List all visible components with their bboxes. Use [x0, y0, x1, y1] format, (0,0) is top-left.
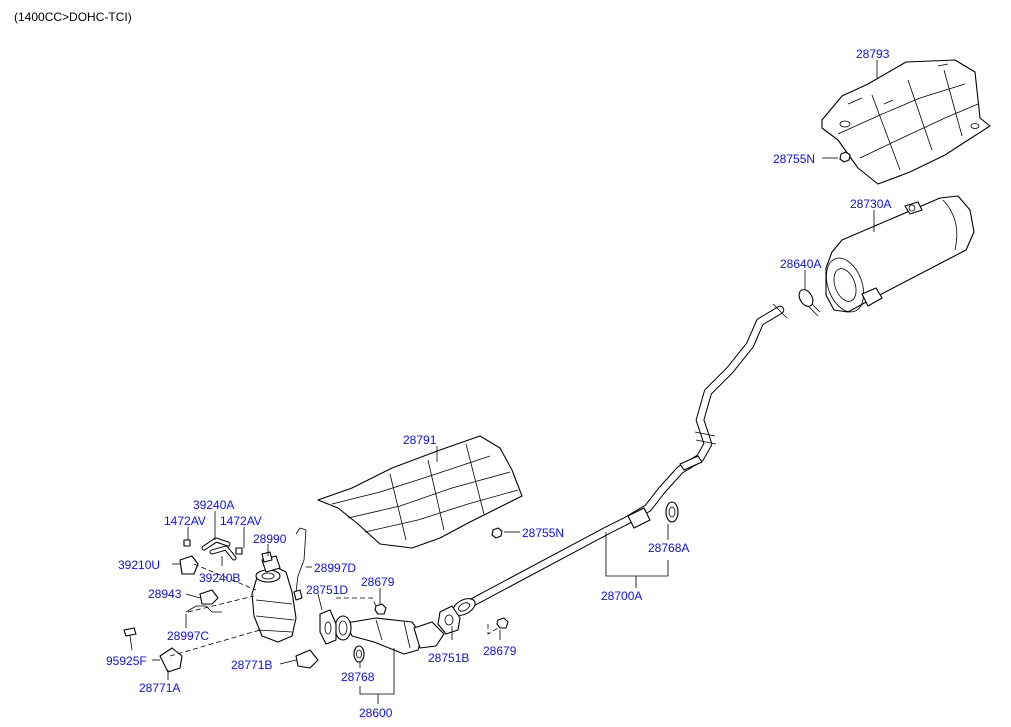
nut-28679-bottom[interactable]: [496, 617, 509, 629]
callout-28768a[interactable]: 28768A: [648, 541, 689, 555]
callout-28755n-middle[interactable]: 28755N: [522, 526, 564, 540]
bracket-28771a[interactable]: [159, 647, 183, 673]
front-pipe-assembly[interactable]: [334, 615, 445, 663]
callout-28793[interactable]: 28793: [856, 47, 890, 61]
bracket-28771b[interactable]: [295, 649, 319, 669]
oxygen-sensor-28990[interactable]: [261, 551, 273, 563]
callout-28679-top[interactable]: 28679: [361, 575, 395, 589]
callout-28771b[interactable]: 28771B: [231, 658, 272, 672]
callout-28771a[interactable]: 28771A: [139, 681, 180, 695]
callout-28997d[interactable]: 28997D: [314, 561, 356, 575]
pipe-clamp-28640a[interactable]: [796, 287, 821, 317]
clip-1472av-right[interactable]: [235, 547, 243, 555]
catalytic-converter[interactable]: [251, 555, 297, 643]
callout-28943[interactable]: 28943: [148, 587, 182, 601]
vacuum-hose-39240b[interactable]: [209, 545, 237, 561]
callout-28730a[interactable]: 28730A: [850, 197, 891, 211]
callout-1472av-left[interactable]: 1472AV: [164, 514, 206, 528]
callout-28600[interactable]: 28600: [359, 706, 393, 720]
solenoid-39210u[interactable]: [179, 555, 199, 575]
vacuum-hose-39240a[interactable]: [201, 537, 231, 551]
heat-shield-rear[interactable]: [821, 59, 991, 185]
callout-1472av-right[interactable]: 1472AV: [220, 514, 262, 528]
callout-28640a[interactable]: 28640A: [780, 257, 821, 271]
sensor-28943[interactable]: [199, 589, 219, 605]
callout-28791[interactable]: 28791: [403, 433, 437, 447]
nut-28755n-middle[interactable]: [491, 527, 503, 539]
callout-28751b[interactable]: 28751B: [428, 651, 469, 665]
sensor-wire-28997c[interactable]: [185, 605, 222, 613]
nut-28755n-top[interactable]: [839, 151, 851, 163]
callout-39210u[interactable]: 39210U: [118, 558, 160, 572]
engine-caption: (1400CC>DOHC-TCI): [14, 10, 132, 24]
nut-28679-top[interactable]: [374, 603, 387, 615]
callout-28990[interactable]: 28990: [253, 532, 287, 546]
oxygen-sensor-wire-28997d[interactable]: [293, 527, 307, 601]
callout-39240b[interactable]: 39240B: [199, 571, 240, 585]
leader-lines: [152, 60, 878, 704]
rubber-hanger-28768a[interactable]: [665, 501, 679, 523]
callout-28768[interactable]: 28768: [341, 670, 375, 684]
callout-28700a[interactable]: 28700A: [601, 589, 642, 603]
callout-39240a[interactable]: 39240A: [193, 498, 234, 512]
callout-28751d[interactable]: 28751D: [306, 583, 348, 597]
callout-28679-bottom[interactable]: 28679: [483, 644, 517, 658]
gasket-28751d[interactable]: [319, 609, 337, 645]
heat-shield-center[interactable]: [317, 435, 523, 549]
center-pipe-assembly[interactable]: [450, 303, 788, 619]
bolt-95925f[interactable]: [123, 627, 137, 651]
callout-28755n-top[interactable]: 28755N: [773, 152, 815, 166]
callout-28997c[interactable]: 28997C: [167, 629, 209, 643]
rear-muffler[interactable]: [819, 195, 975, 317]
callout-95925f[interactable]: 95925F: [106, 654, 147, 668]
clip-1472av-left[interactable]: [183, 539, 191, 547]
gasket-28751b[interactable]: [437, 605, 461, 635]
